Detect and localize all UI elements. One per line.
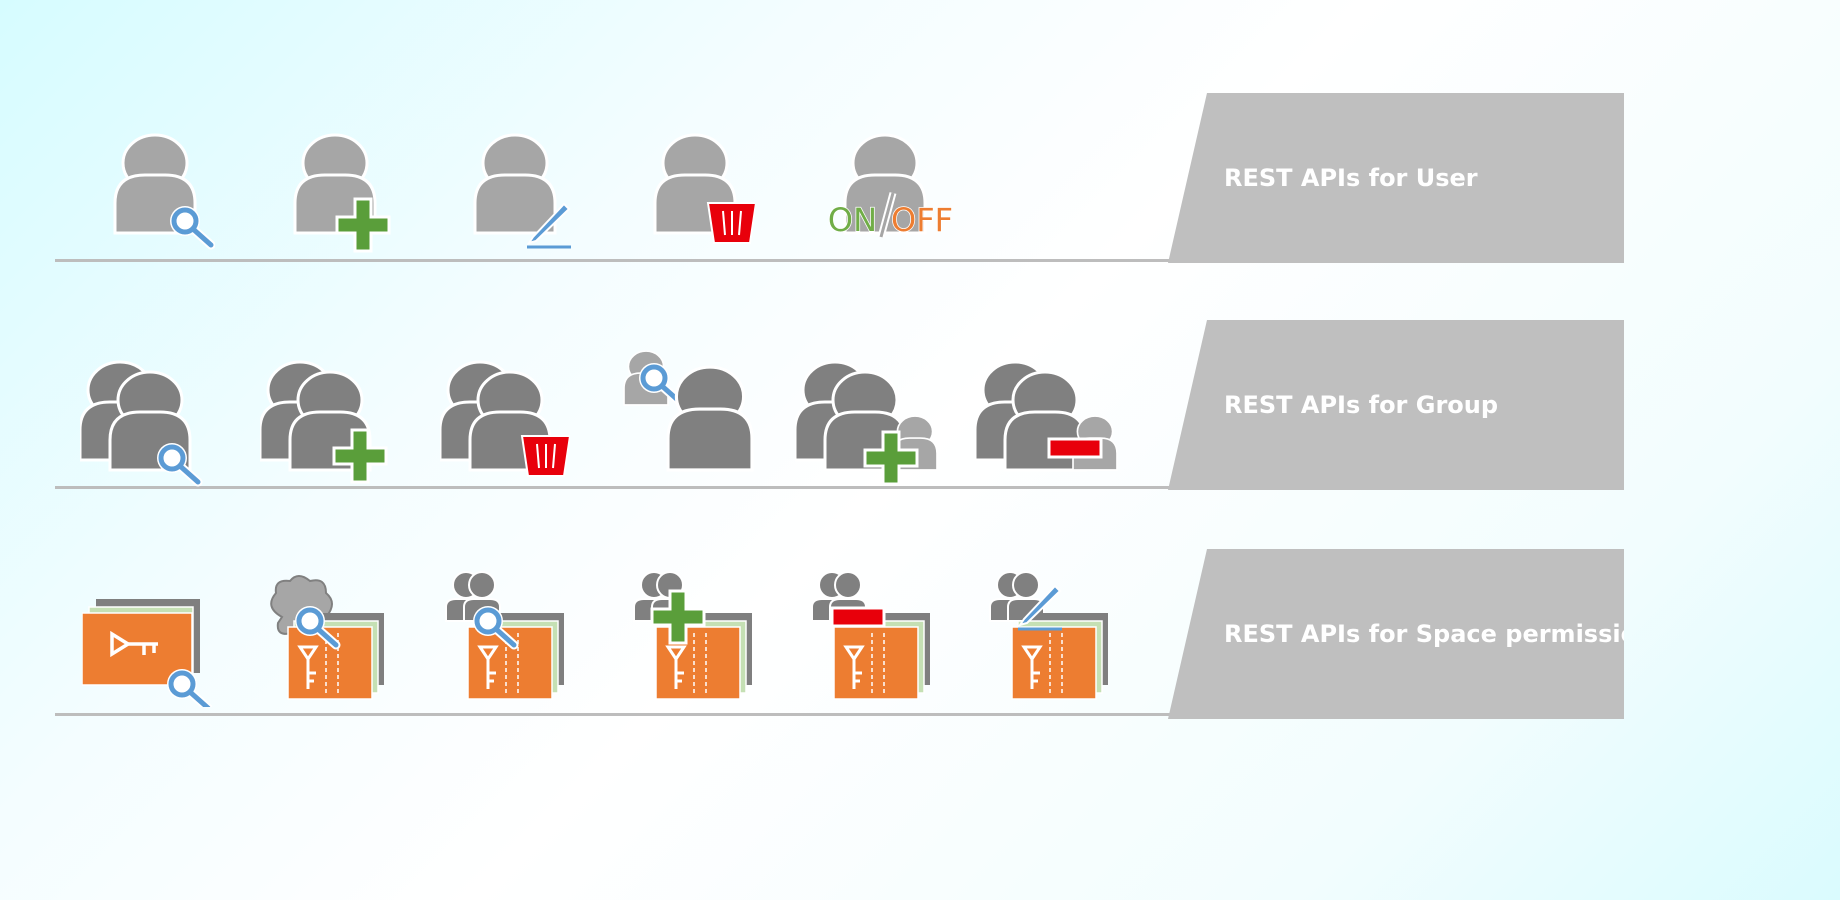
- user-edit-icon[interactable]: [455, 113, 575, 253]
- banner-label: REST APIs for Group: [1224, 391, 1499, 419]
- group-permission-search-icon[interactable]: [444, 571, 574, 711]
- user-api-banner: REST APIs for User: [1168, 93, 1624, 263]
- user-on-off-icon[interactable]: ON OFF: [810, 113, 960, 253]
- space-permission-api-row: REST APIs for Space permission: [0, 549, 1840, 719]
- space-permission-api-banner: REST APIs for Space permission: [1168, 549, 1624, 719]
- row-divider: [55, 713, 1170, 716]
- group-delete-icon[interactable]: [440, 340, 570, 490]
- banner-label: REST APIs for Space permission: [1224, 620, 1655, 648]
- row-divider: [55, 259, 1170, 262]
- banner-label: REST APIs for User: [1224, 164, 1478, 192]
- group-search-icon[interactable]: [80, 340, 210, 490]
- toggle-off-text: OFF: [891, 201, 953, 239]
- group-member-search-icon[interactable]: [610, 340, 760, 490]
- user-add-icon[interactable]: [275, 113, 395, 253]
- space-permission-search-icon[interactable]: [82, 597, 212, 707]
- group-add-icon[interactable]: [260, 340, 390, 490]
- row-divider: [55, 486, 1170, 489]
- group-remove-member-icon[interactable]: [975, 340, 1125, 490]
- group-permission-remove-icon[interactable]: [810, 571, 940, 711]
- group-permission-add-icon[interactable]: [632, 571, 762, 711]
- group-add-member-icon[interactable]: [795, 340, 945, 490]
- user-api-row: ON OFF REST APIs for User: [0, 93, 1840, 263]
- group-permission-edit-icon[interactable]: [988, 571, 1118, 711]
- group-api-banner: REST APIs for Group: [1168, 320, 1624, 490]
- user-search-icon[interactable]: [95, 113, 215, 253]
- toggle-on-text: ON: [828, 201, 877, 239]
- user-delete-icon[interactable]: [635, 113, 755, 253]
- group-api-row: REST APIs for Group: [0, 320, 1840, 490]
- anonymous-permission-search-icon[interactable]: [262, 571, 392, 711]
